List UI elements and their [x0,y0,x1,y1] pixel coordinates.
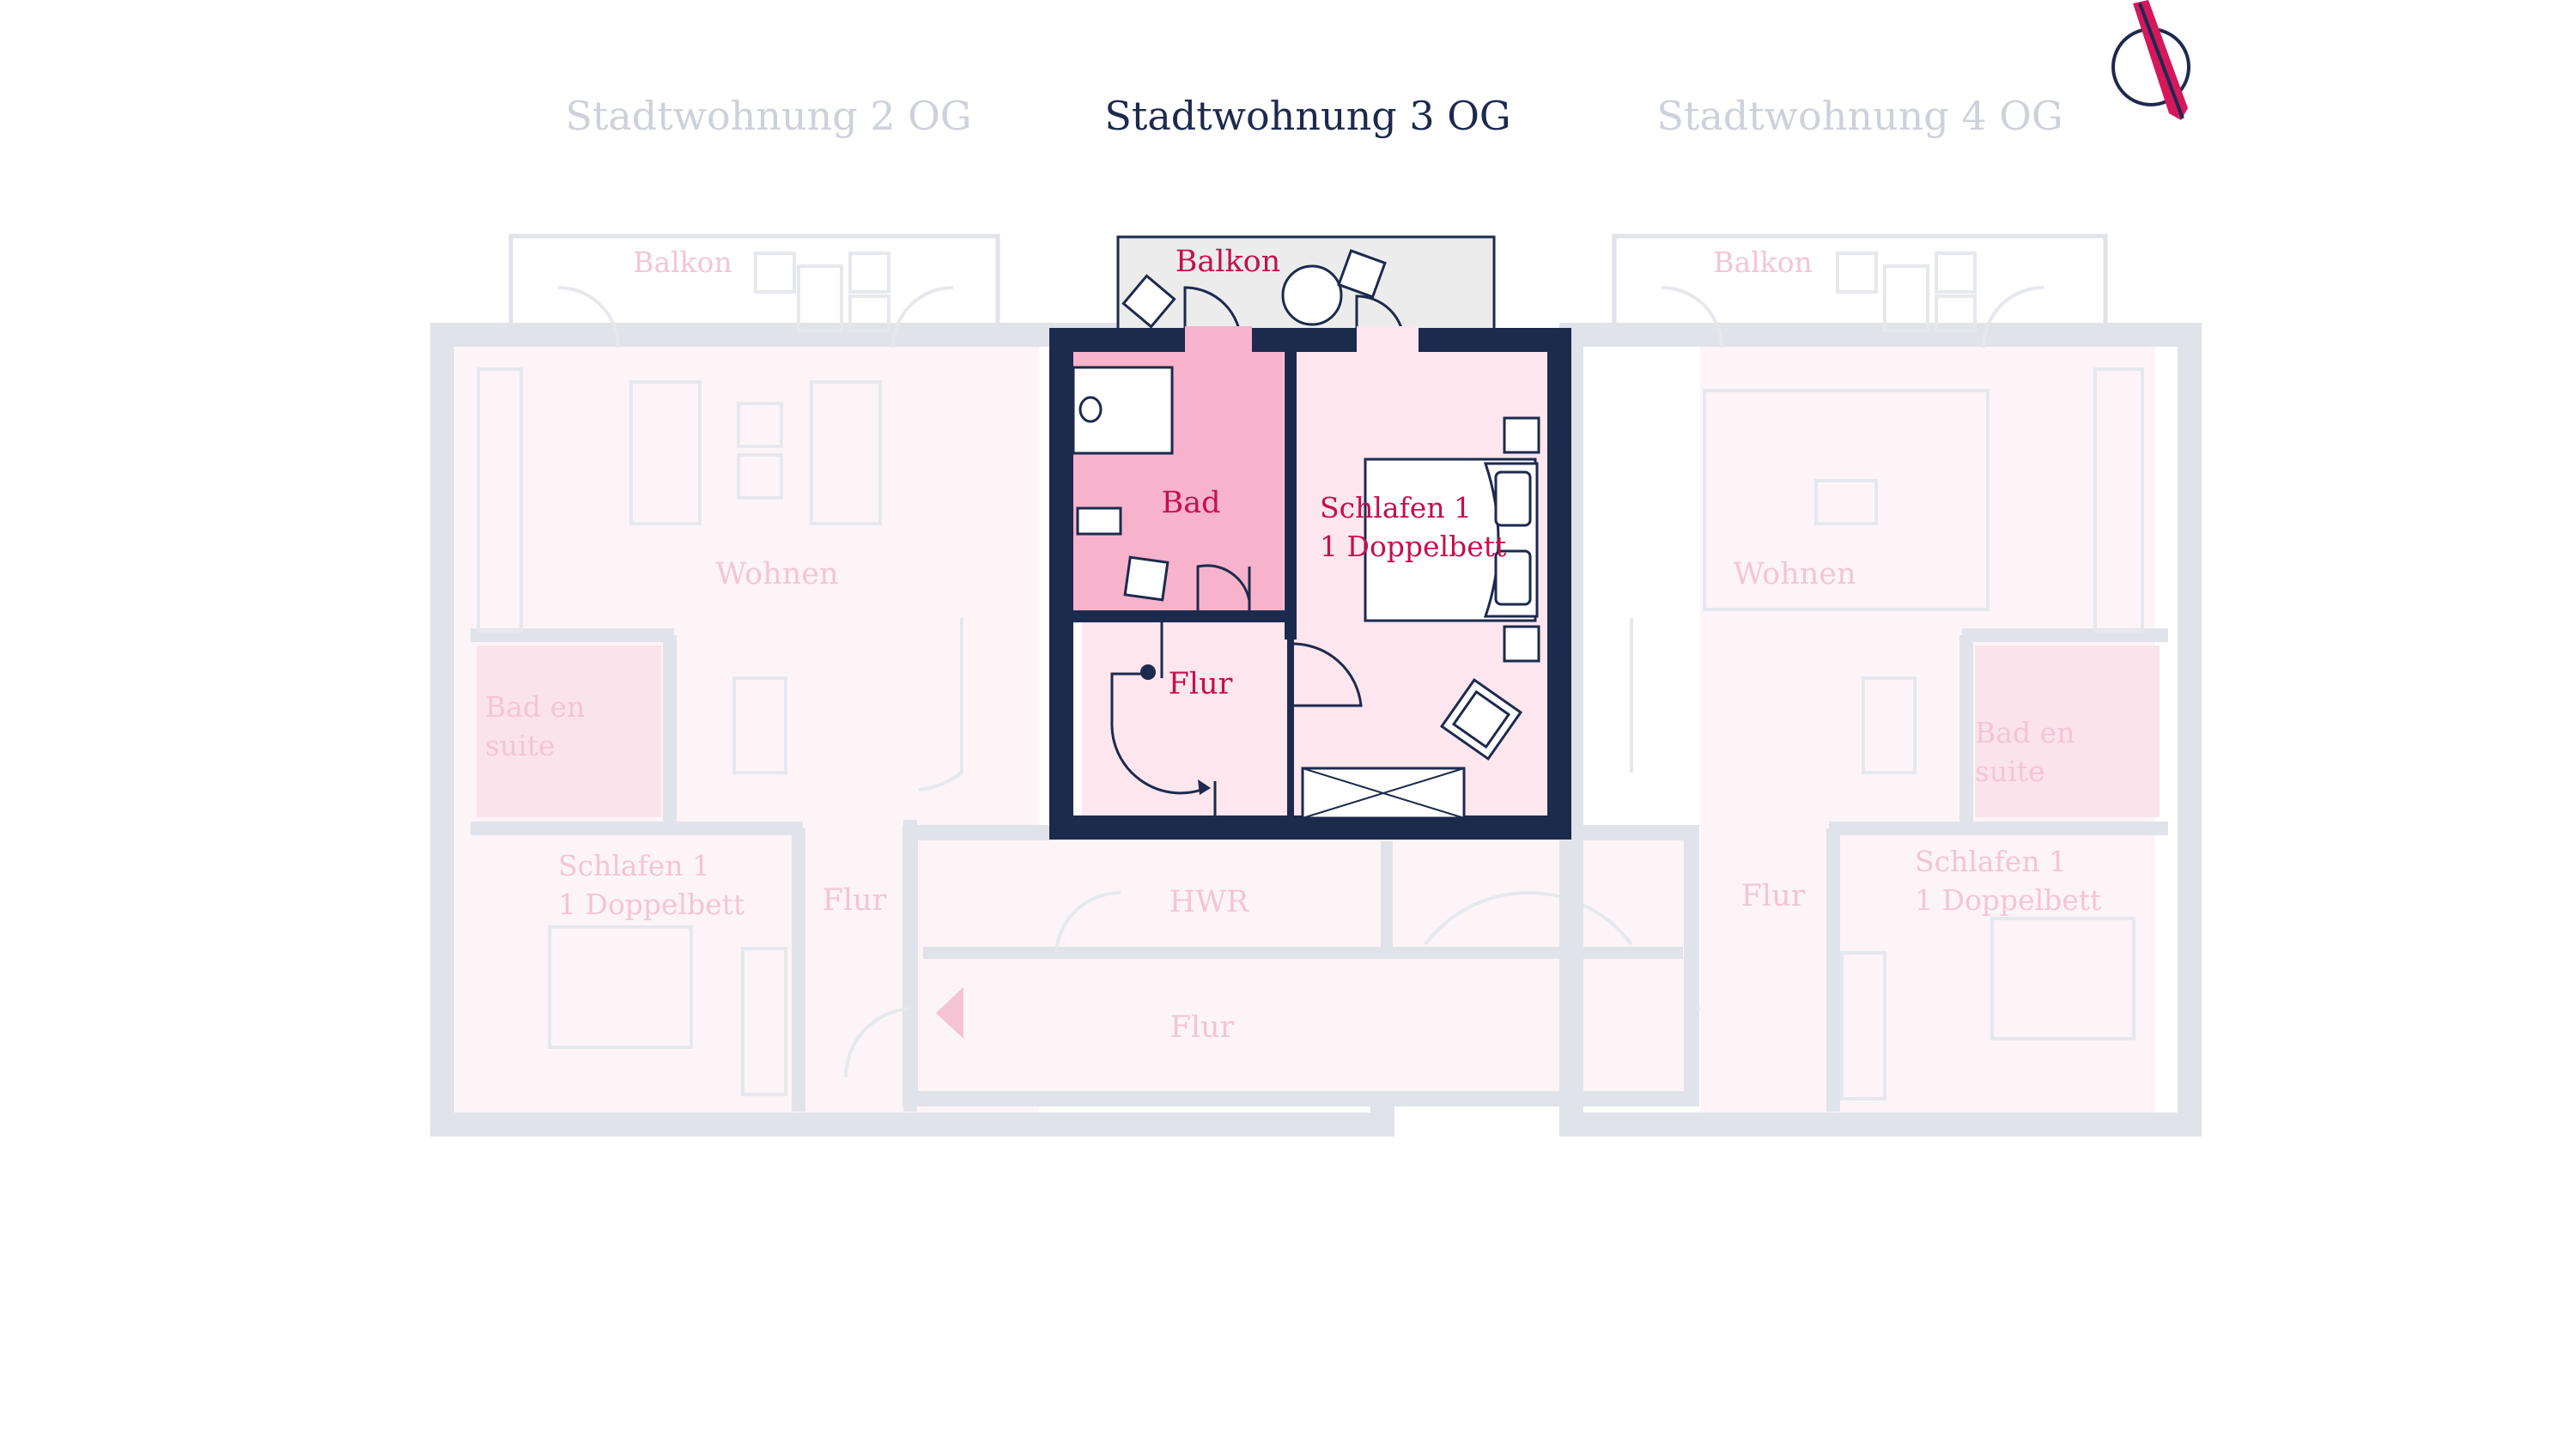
common-area: HWR Flur [843,825,1763,1106]
active-balkon-label: Balkon [1176,245,1281,279]
active-exterior-walls [1049,328,1571,840]
right-bad-label-line1: Bad en [1975,716,2075,749]
common-hwr-label: HWR [1170,885,1250,919]
active-schlafen-label-line1: Schlafen 1 [1320,491,1472,524]
right-wohnen-label: Wohnen [1733,557,1856,591]
right-apartment: Balkon Wohnen Bad en suite Schlafen 1 1 … [1559,233,2202,1137]
right-flur-label: Flur [1741,879,1806,913]
right-balkon-label: Balkon [1713,246,1813,279]
common-flur-label: Flur [1170,1010,1235,1045]
right-schlafen-label-line2: 1 Doppelbett [1915,883,2101,917]
active-schlafen-label-line2: 1 Doppelbett [1320,530,1506,563]
active-flur-label: Flur [1169,667,1233,701]
right-bad-label-line2: suite [1975,755,2045,788]
left-apartment: Balkon Wohnen Bad en suite Schlafen 1 1 … [430,233,1394,1137]
north-arrow-icon[interactable] [2095,0,2215,129]
left-bad-label-line1: Bad en [485,690,585,724]
right-schlafen-label-line1: Schlafen 1 [1915,845,2067,878]
left-wohnen-label: Wohnen [715,557,838,591]
tab-stadtwohnung-3-og[interactable]: Stadtwohnung 3 OG [1104,93,1511,139]
active-apartment: Balkon Bad Schlafen 1 1 Doppelbett Flur [1049,235,1571,840]
floor-tabs: Stadtwohnung 2 OG Stadtwohnung 3 OG Stad… [0,0,2576,223]
left-schlafen-label-line2: 1 Doppelbett [558,888,744,921]
left-bad-label-line2: suite [485,729,556,762]
active-bad-label: Bad [1162,486,1221,520]
left-balkon-label: Balkon [633,246,732,279]
tab-stadtwohnung-4-og[interactable]: Stadtwohnung 4 OG [1656,93,2063,139]
tab-stadtwohnung-2-og[interactable]: Stadtwohnung 2 OG [565,93,972,139]
left-flur-label: Flur [823,883,887,918]
left-schlafen-label-line1: Schlafen 1 [558,849,710,882]
